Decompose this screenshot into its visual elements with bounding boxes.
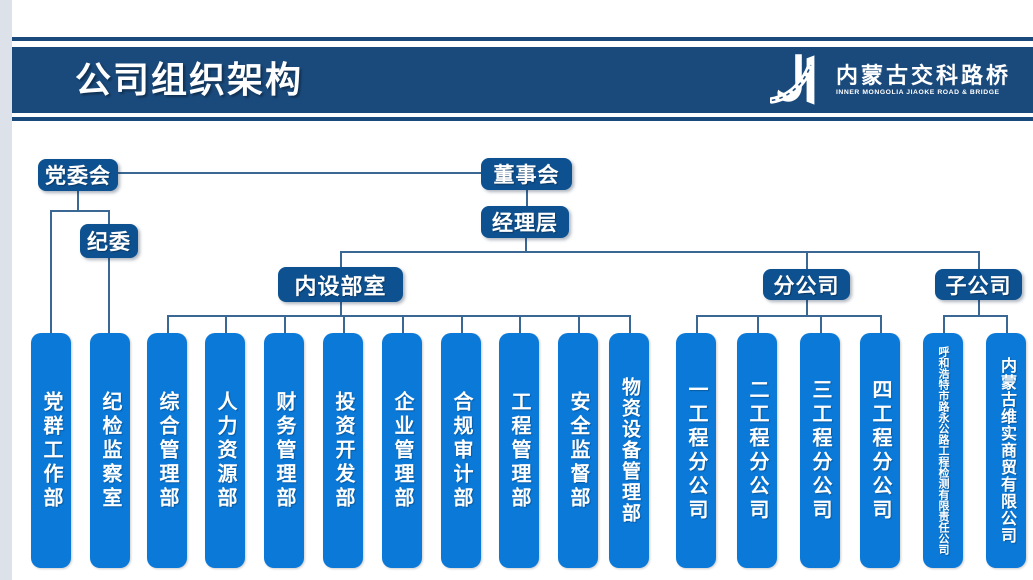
- column-label: 人力资源部: [214, 390, 236, 511]
- column-luyong-testing-company: 呼和浩特市路永公路工程检测有限责任公司: [923, 333, 963, 568]
- stub-col-3: [167, 315, 169, 334]
- column-label: 纪检监察室: [99, 390, 121, 511]
- connector-to-internal-depts: [340, 251, 342, 268]
- connector-to-branch-companies: [806, 251, 808, 270]
- node-branch-companies: 分公司: [763, 269, 850, 300]
- connector-management-down: [525, 238, 527, 252]
- connector-discipline-down: [108, 258, 110, 334]
- stub-col-11: [629, 315, 631, 334]
- stub-col-9: [519, 315, 521, 334]
- column-compliance-audit-dept: 合规审计部: [441, 333, 481, 568]
- node-discipline-committee: 纪委: [80, 224, 138, 258]
- connector-party-split: [50, 210, 110, 212]
- connector-branch-bar: [340, 251, 979, 253]
- stub-col-7: [402, 315, 404, 334]
- column-label: 投资开发部: [332, 390, 354, 511]
- column-no4-engineering-branch: 四工程分公司: [860, 333, 900, 568]
- connector-subs-down: [978, 300, 980, 316]
- column-general-management-dept: 综合管理部: [147, 333, 187, 568]
- connector-to-subsidiaries: [978, 251, 980, 270]
- stub-col-10: [578, 315, 580, 334]
- column-label: 财务管理部: [273, 390, 295, 511]
- column-enterprise-management-dept: 企业管理部: [382, 333, 422, 568]
- page-title: 公司组织架构: [75, 59, 304, 100]
- node-management-level: 经理层: [481, 206, 569, 238]
- stub-col-5: [284, 315, 286, 334]
- connector-to-discipline: [108, 210, 110, 225]
- header-top-rule: [12, 37, 1033, 41]
- column-label: 综合管理部: [156, 390, 178, 511]
- node-party-committee: 党委会: [38, 159, 118, 191]
- column-label: 党群工作部: [40, 390, 62, 511]
- logo-name-en: INNER MONGOLIA JIAOKE ROAD & BRIDGE: [835, 88, 1000, 96]
- column-label: 四工程分公司: [869, 378, 891, 523]
- stub-col-15: [880, 315, 882, 334]
- connector-to-party-mass-dept: [50, 210, 52, 334]
- logo-name-cn: 内蒙古交科路桥: [835, 62, 1011, 88]
- column-label: 工程管理部: [508, 390, 530, 511]
- connector-subs-bar: [943, 315, 1007, 317]
- node-subsidiaries: 子公司: [935, 269, 1022, 300]
- stub-col-8: [461, 315, 463, 334]
- column-human-resources-dept: 人力资源部: [205, 333, 245, 568]
- connector-branches-bar: [696, 315, 881, 317]
- connector-branch-down: [806, 300, 808, 316]
- column-engineering-management-dept: 工程管理部: [499, 333, 539, 568]
- stub-col-13: [757, 315, 759, 334]
- column-label: 内蒙古维实商贸有限公司: [998, 357, 1015, 544]
- column-label: 三工程分公司: [809, 378, 831, 523]
- column-label: 二工程分公司: [746, 378, 768, 523]
- connector-party-board: [118, 172, 481, 174]
- stub-col-4: [225, 315, 227, 334]
- connector-board-management: [526, 190, 528, 207]
- column-label: 呼和浩特市路永公路工程检测有限责任公司: [937, 346, 949, 555]
- title-bar: 公司组织架构 内蒙古交科路桥 INNER MONGOLIA JIAOKE ROA…: [12, 47, 1033, 113]
- app-left-margin: [0, 0, 12, 580]
- stub-col-12: [696, 315, 698, 334]
- column-materials-equipment-dept: 物资设备管理部: [609, 333, 649, 568]
- column-no1-engineering-branch: 一工程分公司: [676, 333, 716, 568]
- stub-col-16: [943, 315, 945, 334]
- column-label: 安全监督部: [567, 390, 589, 511]
- header-bottom-rule: [12, 117, 1033, 121]
- node-board-of-directors: 董事会: [481, 158, 572, 190]
- column-no2-engineering-branch: 二工程分公司: [737, 333, 777, 568]
- connector-party-down: [77, 191, 79, 211]
- column-no3-engineering-branch: 三工程分公司: [800, 333, 840, 568]
- column-safety-supervision-dept: 安全监督部: [558, 333, 598, 568]
- road-bridge-logo-icon: [769, 54, 815, 105]
- column-investment-development-dept: 投资开发部: [323, 333, 363, 568]
- column-label: 合规审计部: [450, 390, 472, 511]
- column-label: 企业管理部: [391, 390, 413, 511]
- logo-text: 内蒙古交科路桥 INNER MONGOLIA JIAOKE ROAD & BRI…: [835, 62, 1011, 97]
- connector-depts-bar: [167, 315, 630, 317]
- connector-internal-depts-down: [340, 302, 342, 316]
- stub-col-6: [343, 315, 345, 334]
- node-internal-departments: 内设部室: [278, 267, 403, 302]
- column-party-mass-work-dept: 党群工作部: [31, 333, 71, 568]
- column-label: 一工程分公司: [685, 378, 707, 523]
- column-label: 物资设备管理部: [619, 377, 640, 524]
- stub-col-17: [1006, 315, 1008, 334]
- company-logo: 内蒙古交科路桥 INNER MONGOLIA JIAOKE ROAD & BRI…: [769, 51, 1011, 109]
- column-discipline-inspection-office: 纪检监察室: [90, 333, 130, 568]
- column-finance-management-dept: 财务管理部: [264, 333, 304, 568]
- stub-col-14: [820, 315, 822, 334]
- column-weishi-trading-company: 内蒙古维实商贸有限公司: [986, 333, 1026, 568]
